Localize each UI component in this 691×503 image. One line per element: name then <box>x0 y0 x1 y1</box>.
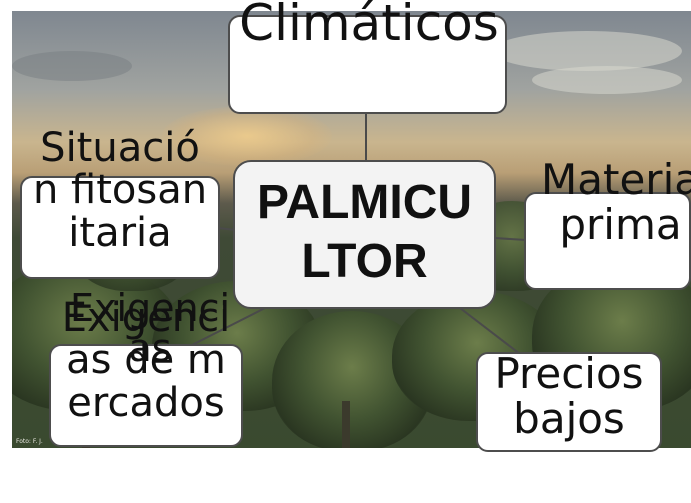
connector-exigencias <box>189 307 266 347</box>
node-materia-label: Materia prima <box>541 155 691 249</box>
node-situacion-label: Situación fitosanitaria <box>32 125 208 256</box>
node-box-precios <box>476 352 662 452</box>
sunset-glow <box>162 106 332 166</box>
connector-precios <box>459 307 521 355</box>
node-exigencias-overlap-label: Exigencias <box>69 286 231 371</box>
node-box-materia <box>524 192 691 290</box>
node-box-situacion <box>20 176 220 279</box>
center-node-box <box>233 160 496 309</box>
cloud <box>532 66 682 94</box>
palm-trunk <box>342 401 350 448</box>
cloud <box>12 51 132 81</box>
node-box-climaticos <box>228 15 507 114</box>
node-precios-label: Precios bajos <box>494 349 644 443</box>
cloud <box>492 31 682 71</box>
photo-credit: Foto: F. J. <box>16 438 43 445</box>
node-climaticos-label: Climáticos <box>239 0 499 52</box>
connector-materia <box>493 237 527 241</box>
node-box-exigencias <box>49 344 243 447</box>
node-exigencias-label: Exigencias de mercados <box>61 295 231 426</box>
center-node-label: PALMICULTOR <box>256 176 473 288</box>
